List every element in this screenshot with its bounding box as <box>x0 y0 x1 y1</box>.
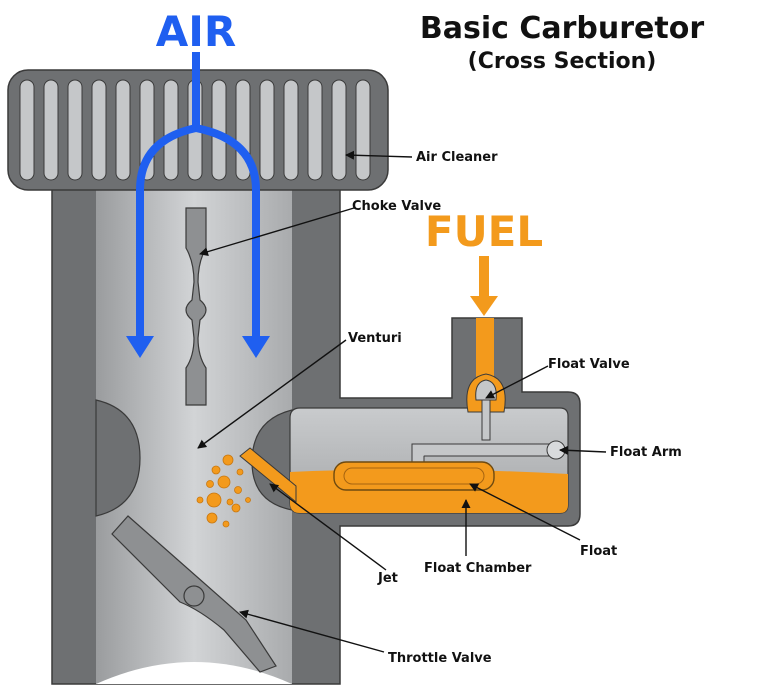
label-throttle-valve: Throttle Valve <box>388 651 492 666</box>
leader-lines <box>197 150 607 653</box>
label-jet: Jet <box>377 571 398 586</box>
air-label: AIR <box>156 7 236 56</box>
throttle-valve <box>111 515 277 673</box>
choke-valve <box>185 207 207 406</box>
air-flow-arrows <box>136 52 260 340</box>
fuel-label: FUEL <box>425 207 543 256</box>
fuel-inlet-channel <box>476 318 494 388</box>
fuel-arrow <box>470 256 498 316</box>
diagram-title: Basic Carburetor <box>420 11 704 46</box>
label-float-arm: Float Arm <box>610 445 682 460</box>
arrow-down-icon <box>126 336 270 358</box>
diagram-subtitle: (Cross Section) <box>468 49 657 74</box>
label-float: Float <box>580 544 617 559</box>
label-air-cleaner: Air Cleaner <box>416 150 498 165</box>
float-chamber <box>289 407 569 514</box>
fuel-droplets <box>196 454 251 528</box>
label-float-valve: Float Valve <box>548 357 630 372</box>
label-choke-valve: Choke Valve <box>352 199 441 214</box>
label-venturi: Venturi <box>348 331 402 346</box>
label-float-chamber: Float Chamber <box>424 561 532 576</box>
float <box>333 461 495 491</box>
